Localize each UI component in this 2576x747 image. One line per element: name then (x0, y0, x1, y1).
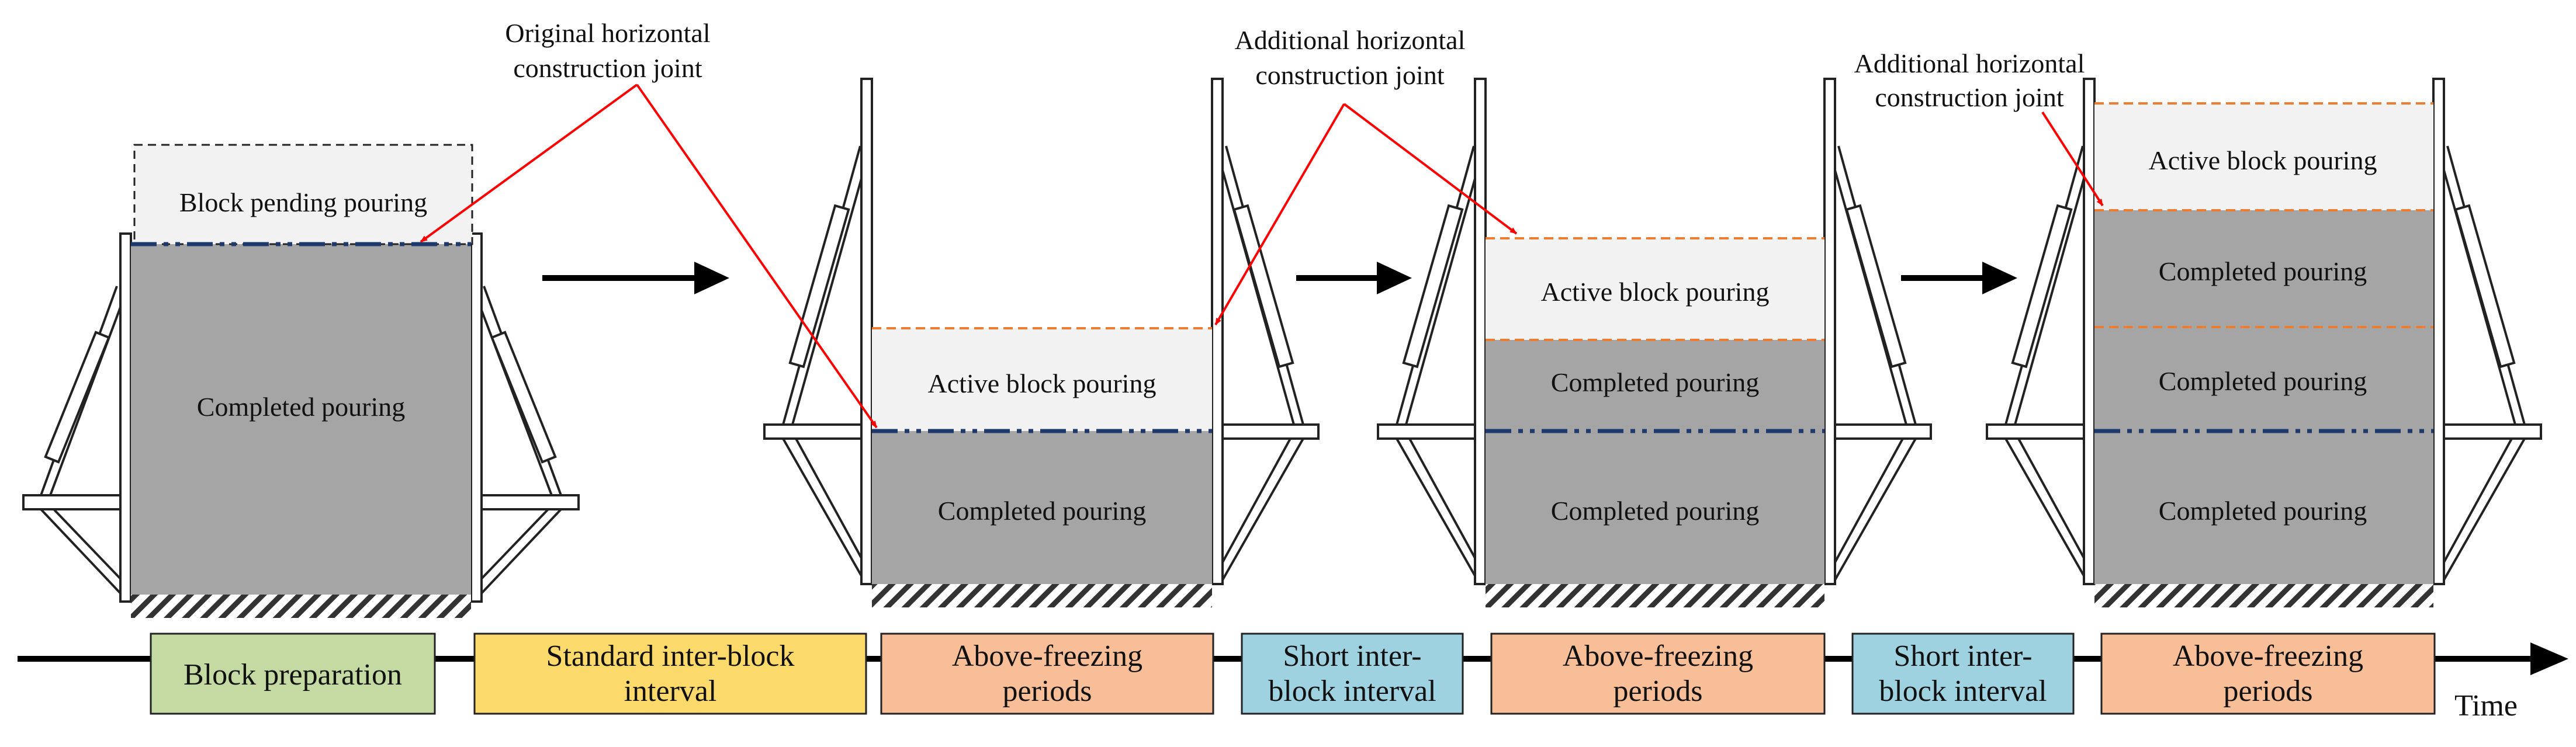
formwork-left (1377, 145, 1487, 585)
active-label: Active block pouring (2149, 145, 2377, 175)
active-block (2094, 103, 2433, 210)
formwork-left (763, 145, 873, 585)
formwork-panel-left (1474, 78, 1487, 585)
segment-label: Above-freezing (952, 640, 1142, 673)
pointer-arrow (1214, 103, 1345, 326)
segment-label: Standard inter-block (546, 640, 795, 673)
timeline-segment: Above-freezing periods (880, 633, 1214, 715)
segment-label: interval (624, 675, 717, 708)
segment-label: periods (2223, 675, 2312, 708)
foundation-hatch (2094, 584, 2433, 607)
pointer-arrow (1343, 103, 1518, 235)
stage-4: Active block pouring Completed pouring C… (1986, 78, 2542, 607)
active-block (872, 328, 1212, 431)
active-label: Active block pouring (928, 369, 1157, 398)
stage-arrow-1 (542, 262, 729, 294)
completed-label: Completed pouring (1551, 496, 1759, 526)
segment-label: periods (1002, 675, 1092, 708)
segment-box (473, 633, 867, 715)
formwork-right (2431, 145, 2542, 585)
completed-block-middle (2094, 327, 2433, 431)
active-label: Active block pouring (1541, 277, 1770, 307)
segment-box (1490, 633, 1826, 715)
segment-box (880, 633, 1214, 715)
active-block (1486, 238, 1824, 340)
segment-label: Short inter- (1283, 640, 1421, 673)
foundation-hatch (131, 595, 471, 618)
segment-label: periods (1613, 675, 1702, 708)
segment-label: block interval (1879, 675, 2047, 708)
segment-box (1241, 633, 1464, 715)
completed-label: Completed pouring (938, 496, 1146, 526)
annotation-additional-joint-2: Additional horizontal construction joint (1854, 48, 2085, 112)
formwork-left (1986, 145, 2097, 585)
pending-block (133, 144, 473, 245)
completed-label: Completed pouring (1551, 367, 1759, 397)
completed-block (131, 244, 471, 595)
segment-label: block interval (1268, 675, 1436, 708)
stage-2: Active block pouring Completed pouring (763, 78, 1320, 607)
pointer-arrows (420, 84, 2104, 429)
formwork-panel-left (860, 78, 873, 585)
annotation-line-1: Additional horizontal (1854, 48, 2085, 78)
time-axis-arrowhead (2530, 642, 2568, 675)
segment-label: Above-freezing (2173, 640, 2363, 673)
formwork-panel-left (2083, 78, 2096, 585)
pointer-arrow (2041, 111, 2104, 207)
segment-box (150, 633, 436, 715)
annotation-additional-joint-1: Additional horizontal construction joint (1235, 25, 1466, 90)
completed-block (872, 431, 1212, 584)
timeline: Time Block preparation Standard inter-bl… (18, 633, 2568, 722)
completed-label: Completed pouring (2159, 496, 2367, 526)
segment-label: Short inter- (1893, 640, 2032, 673)
stage-3: Active block pouring Completed pouring C… (1377, 78, 1932, 607)
formwork-right (1210, 145, 1320, 585)
pending-label: Block pending pouring (179, 187, 427, 217)
annotation-line-2: construction joint (513, 53, 702, 83)
formwork-left (22, 286, 130, 597)
formwork-right (1822, 145, 1932, 585)
completed-block-top (2094, 210, 2433, 327)
formwork-panel-right (1211, 78, 1224, 585)
segment-label: Above-freezing (1563, 640, 1753, 673)
timeline-segment: Above-freezing periods (2100, 633, 2436, 715)
pointer-arrow (636, 84, 878, 429)
completed-block-bottom (2094, 431, 2433, 584)
segment-label: Block preparation (183, 658, 402, 692)
completed-block-lower (1486, 431, 1824, 584)
segment-box (2100, 633, 2436, 715)
stage-arrow-3 (1901, 262, 2017, 294)
completed-label: Completed pouring (2159, 366, 2367, 396)
stage-arrow-2 (1296, 262, 1412, 294)
segment-box (1851, 633, 2075, 715)
timeline-segment: Block preparation (150, 633, 436, 715)
completed-label: Completed pouring (2159, 256, 2367, 286)
foundation-hatch (872, 584, 1212, 607)
formwork-right (469, 286, 580, 597)
completed-block-upper (1486, 340, 1824, 431)
annotation-line-2: construction joint (1255, 60, 1444, 90)
annotation-line-2: construction joint (1875, 82, 2063, 112)
annotation-original-joint: Original horizontal construction joint (505, 18, 710, 83)
formwork-panel-left (119, 232, 132, 603)
timeline-segment: Short inter- block interval (1241, 633, 1464, 715)
annotation-line-1: Original horizontal (505, 18, 710, 48)
annotation-line-1: Additional horizontal (1235, 25, 1466, 55)
timeline-segment: Above-freezing periods (1490, 633, 1826, 715)
time-axis-label: Time (2454, 689, 2518, 722)
formwork-panel-right (470, 232, 483, 603)
formwork-panel-right (2432, 78, 2445, 585)
pointer-arrow (420, 84, 638, 243)
timeline-segment: Standard inter-block interval (473, 633, 867, 715)
stage-1: Block pending pouring Completed pouring (22, 144, 580, 618)
formwork-panel-right (1823, 78, 1836, 585)
foundation-hatch (1486, 584, 1824, 607)
completed-label: Completed pouring (197, 392, 405, 422)
timeline-segment: Short inter- block interval (1851, 633, 2075, 715)
